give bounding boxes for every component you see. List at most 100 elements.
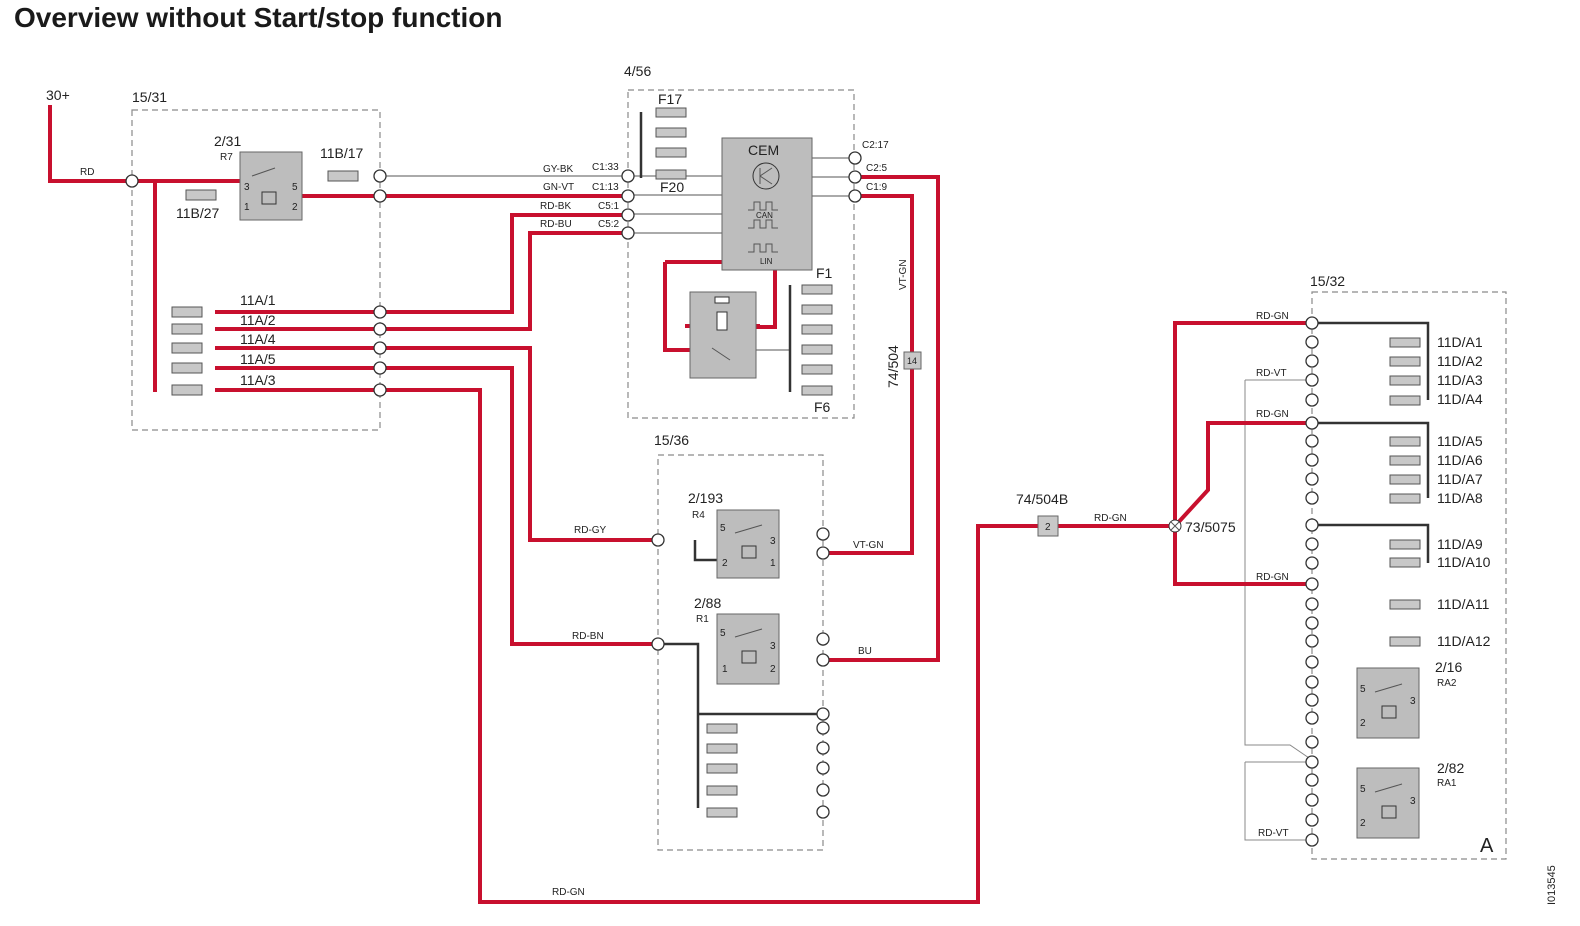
label-relay-r1: R1 bbox=[696, 614, 709, 625]
label-c1-33: C1:33 bbox=[592, 162, 619, 173]
box-15-36 bbox=[657, 454, 824, 851]
label-c1-9: C1:9 bbox=[866, 182, 888, 193]
label-11d-a12: 11D/A12 bbox=[1437, 633, 1491, 649]
label-11d-a6: 11D/A6 bbox=[1437, 452, 1483, 468]
label-11d-a2: 11D/A2 bbox=[1437, 353, 1483, 369]
label-connector-2: 2 bbox=[1045, 522, 1051, 533]
fuses-15-36 bbox=[706, 723, 738, 818]
fuses-f17-f20 bbox=[655, 107, 687, 180]
diagram-title: Overview without Start/stop function bbox=[14, 2, 503, 33]
label-box-15-32: 15/32 bbox=[1310, 273, 1345, 289]
label-relay-ra2: RA2 bbox=[1437, 678, 1457, 689]
thin-wires bbox=[380, 157, 1313, 841]
label-supply: 30+ bbox=[46, 87, 70, 103]
pin-label: 3 bbox=[244, 182, 250, 193]
label-lin: LIN bbox=[760, 257, 773, 266]
label-box-15-36: 15/36 bbox=[654, 432, 689, 448]
wire-label-bu: BU bbox=[858, 646, 872, 657]
pin-label: 2 bbox=[1360, 718, 1366, 729]
pin-label: 3 bbox=[770, 641, 776, 652]
label-fuse-11a5: 11A/5 bbox=[240, 351, 276, 367]
pin-label: 2 bbox=[1360, 818, 1366, 829]
wire-label-rd-vt-top: RD-VT bbox=[1256, 368, 1287, 379]
wire-label-rd-bn: RD-BN bbox=[572, 631, 604, 642]
label-11d-a8: 11D/A8 bbox=[1437, 490, 1483, 506]
label-fuse-11b17: 11B/17 bbox=[320, 145, 364, 161]
label-fuse-11a2: 11A/2 bbox=[240, 312, 276, 328]
label-splice-73-5075: 73/5075 bbox=[1185, 519, 1236, 535]
label-relay-r4: R4 bbox=[692, 510, 705, 521]
relay-2-16 bbox=[1356, 667, 1420, 739]
label-11d-a11: 11D/A11 bbox=[1437, 596, 1490, 612]
wire-label-rd-gn-3: RD-GN bbox=[1256, 572, 1289, 583]
label-fuse-f1: F1 bbox=[816, 265, 833, 281]
wire-label-rd-gy: RD-GY bbox=[574, 525, 607, 536]
relay-in-4-56 bbox=[689, 291, 757, 379]
labels: 30+ 15/31 4/56 15/36 15/32 2/31 R7 11B/1… bbox=[46, 63, 1558, 905]
label-fuse-f17: F17 bbox=[658, 91, 682, 107]
label-box-15-31: 15/31 bbox=[132, 89, 167, 105]
wire-label-rd-bk: RD-BK bbox=[540, 201, 571, 212]
wire-label-rd-bu: RD-BU bbox=[540, 219, 572, 230]
label-doc-id: I013545 bbox=[1546, 865, 1558, 905]
label-relay-ra1: RA1 bbox=[1437, 778, 1457, 789]
wire-label-vt-gn-lower: VT-GN bbox=[853, 540, 884, 551]
label-connector-74-504b: 74/504B bbox=[1016, 491, 1068, 507]
pin-label: 2 bbox=[292, 202, 298, 213]
label-fuse-f20: F20 bbox=[660, 179, 684, 195]
label-relay-r7: R7 bbox=[220, 152, 233, 163]
relay-2-82 bbox=[1356, 767, 1420, 839]
label-11d-a7: 11D/A7 bbox=[1437, 471, 1483, 487]
label-fuse-11b27: 11B/27 bbox=[176, 205, 220, 221]
connector-74-504b bbox=[1037, 515, 1059, 537]
label-relay-2-88: 2/88 bbox=[694, 595, 721, 611]
label-11d-a4: 11D/A4 bbox=[1437, 391, 1483, 407]
label-c2-5: C2:5 bbox=[866, 163, 888, 174]
pin-label: 1 bbox=[722, 664, 728, 675]
label-11d-a3: 11D/A3 bbox=[1437, 372, 1483, 388]
label-11d-a5: 11D/A5 bbox=[1437, 433, 1483, 449]
pin-label: 5 bbox=[1360, 784, 1366, 795]
wire-label-gn-vt: GN-VT bbox=[543, 182, 574, 193]
label-relay-2-193: 2/193 bbox=[688, 490, 723, 506]
pin-label: 5 bbox=[292, 182, 298, 193]
label-c5-2: C5:2 bbox=[598, 219, 620, 230]
label-relay-2-16: 2/16 bbox=[1435, 659, 1462, 675]
fuses-11d bbox=[1389, 337, 1421, 647]
label-fuse-f6: F6 bbox=[814, 399, 831, 415]
label-c1-13: C1:13 bbox=[592, 182, 619, 193]
pin-label: 3 bbox=[1410, 696, 1416, 707]
pin-label: 3 bbox=[1410, 796, 1416, 807]
cem-module bbox=[721, 137, 813, 271]
wire-label-rd-gn-mid: RD-GN bbox=[1094, 513, 1127, 524]
label-can: CAN bbox=[756, 211, 773, 220]
pin-label: 2 bbox=[770, 664, 776, 675]
wire-label-rd-gn-top: RD-GN bbox=[1256, 311, 1289, 322]
wire-label-rd-gn-2: RD-GN bbox=[1256, 409, 1289, 420]
label-area-a: A bbox=[1480, 835, 1494, 857]
label-c5-1: C5:1 bbox=[598, 201, 620, 212]
black-busbars bbox=[639, 112, 1430, 808]
splice-73-5075 bbox=[1168, 519, 1182, 533]
label-cem: CEM bbox=[748, 142, 779, 158]
pin-label: 5 bbox=[720, 523, 726, 534]
label-relay-2-31: 2/31 bbox=[214, 133, 241, 149]
pin-label: 1 bbox=[244, 202, 250, 213]
relay-2-193 bbox=[716, 509, 780, 579]
red-wires bbox=[48, 105, 1312, 904]
label-fuse-11a1: 11A/1 bbox=[240, 292, 276, 308]
label-box-4-56: 4/56 bbox=[624, 63, 651, 79]
label-11d-a1: 11D/A1 bbox=[1437, 334, 1483, 350]
label-fuse-11a3: 11A/3 bbox=[240, 372, 276, 388]
terminal-nodes bbox=[125, 151, 1319, 847]
fuses-f1-f6 bbox=[801, 284, 833, 396]
label-connector-74-504: 74/504 bbox=[885, 345, 901, 388]
relay-2-31 bbox=[239, 151, 303, 221]
pin-label: 3 bbox=[770, 536, 776, 547]
box-15-31 bbox=[131, 109, 381, 431]
pin-label: 2 bbox=[722, 558, 728, 569]
connector-74-504 bbox=[903, 351, 922, 370]
wire-label-gy-bk: GY-BK bbox=[543, 164, 574, 175]
label-connector-14: 14 bbox=[907, 356, 917, 366]
